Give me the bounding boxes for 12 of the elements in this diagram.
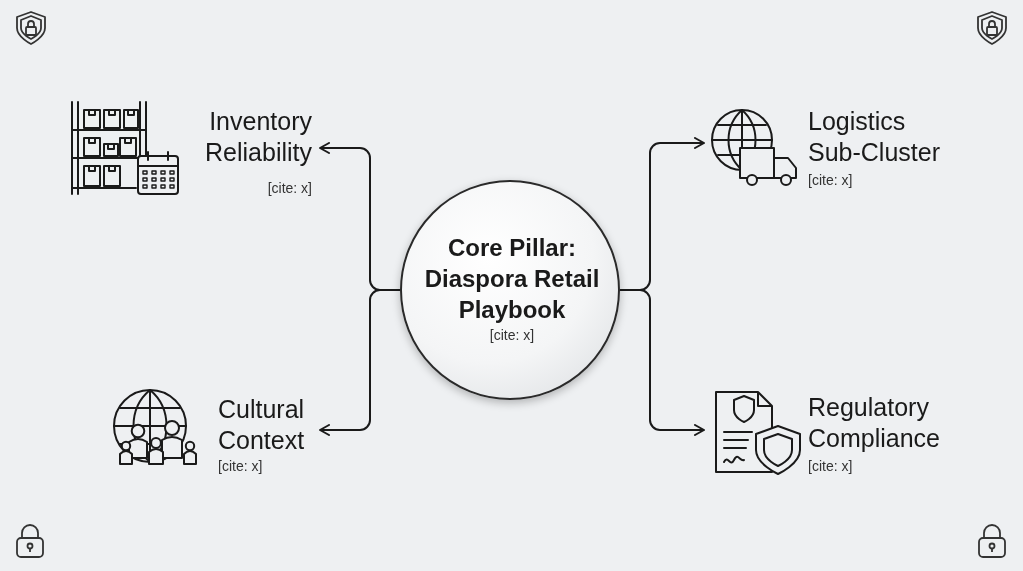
node-title: Inventory Reliability bbox=[204, 106, 312, 168]
node-title: Cultural Context bbox=[218, 394, 306, 456]
citation: [cite: x] bbox=[808, 172, 853, 189]
citation: [cite: x] bbox=[267, 180, 312, 197]
citation: [cite: x] bbox=[808, 458, 853, 475]
arrow bbox=[319, 289, 401, 436]
citation: [cite: x] bbox=[218, 458, 263, 475]
core-title: Core Pillar: Diaspora Retail Playbook bbox=[423, 233, 601, 325]
node-title: Logistics Sub-Cluster bbox=[808, 106, 941, 168]
node-title: Regulatory Compliance bbox=[808, 392, 941, 454]
citation: [cite: x] bbox=[488, 326, 536, 345]
arrow bbox=[619, 289, 705, 436]
